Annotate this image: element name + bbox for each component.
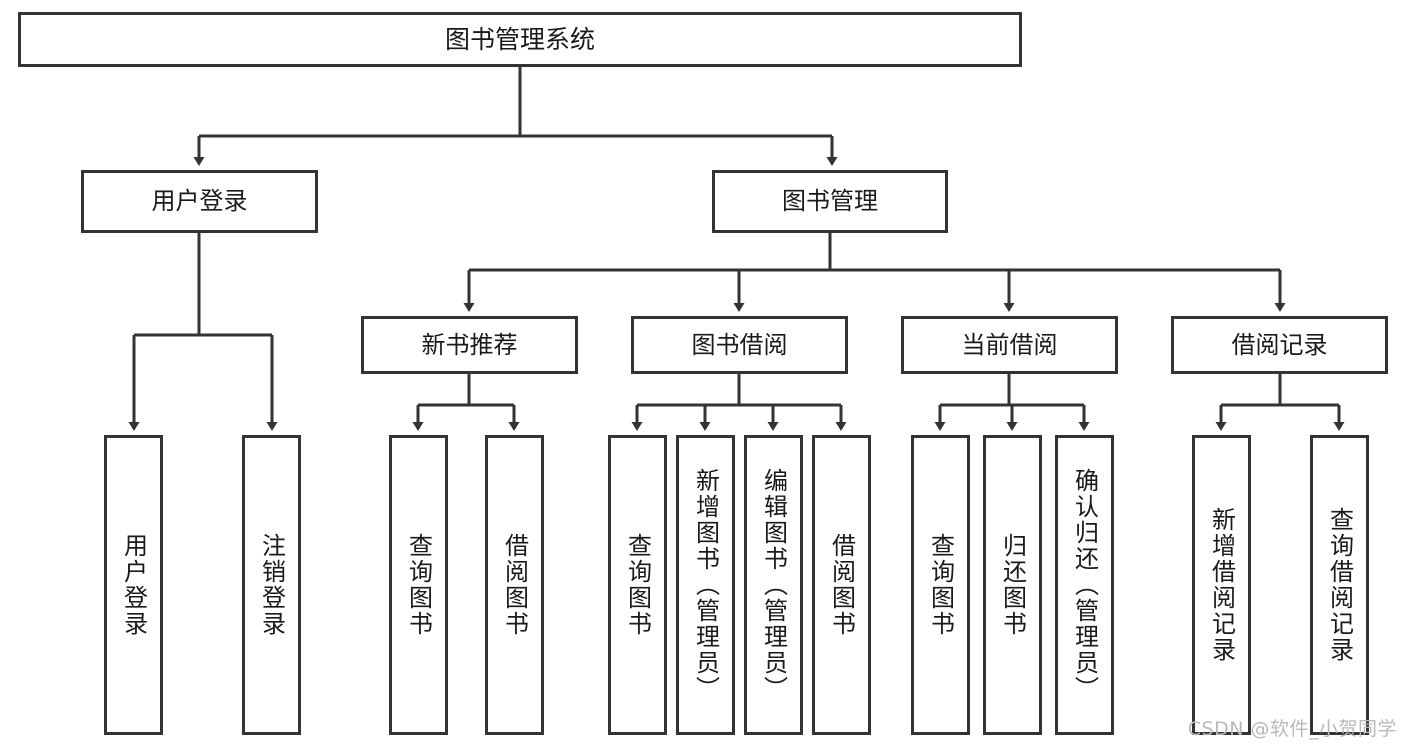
leaf-node[interactable]: 用户登录 bbox=[104, 435, 163, 735]
leaf-node[interactable]: 归还图书 bbox=[983, 435, 1042, 735]
node-book-borrow-label: 图书借阅 bbox=[691, 330, 788, 359]
leaf-node[interactable]: 借阅图书 bbox=[812, 435, 871, 735]
leaf-node-label: 查询图书 bbox=[623, 533, 652, 637]
node-current-borrow[interactable]: 当前借阅 bbox=[901, 316, 1118, 374]
node-book-management[interactable]: 图书管理 bbox=[712, 170, 948, 233]
leaf-node-label: 查询图书 bbox=[926, 533, 955, 637]
leaf-node[interactable]: 新增借阅记录 bbox=[1192, 435, 1251, 735]
node-book-management-label: 图书管理 bbox=[782, 187, 878, 216]
node-borrow-records[interactable]: 借阅记录 bbox=[1171, 316, 1388, 374]
leaf-node[interactable]: 查询图书 bbox=[911, 435, 970, 735]
leaf-node-label: 查询借阅记录 bbox=[1325, 507, 1354, 663]
leaf-node[interactable]: 查询借阅记录 bbox=[1310, 435, 1369, 735]
leaf-node-label: 注销登录 bbox=[257, 533, 286, 637]
node-borrow-records-label: 借阅记录 bbox=[1231, 330, 1328, 359]
leaf-node-label: 编辑图书（管理员） bbox=[759, 468, 788, 702]
node-new-book-recommend[interactable]: 新书推荐 bbox=[361, 316, 578, 374]
node-new-book-recommend-label: 新书推荐 bbox=[421, 330, 518, 359]
leaf-node-label: 用户登录 bbox=[119, 533, 148, 637]
node-root[interactable]: 图书管理系统 bbox=[18, 12, 1022, 67]
leaf-node-label: 确认归还（管理员） bbox=[1070, 468, 1099, 702]
leaf-node[interactable]: 确认归还（管理员） bbox=[1055, 435, 1114, 735]
node-user-login[interactable]: 用户登录 bbox=[81, 170, 318, 233]
csdn-watermark: CSDN @软件_小贺同学 bbox=[1187, 718, 1397, 740]
node-book-borrow[interactable]: 图书借阅 bbox=[631, 316, 848, 374]
node-current-borrow-label: 当前借阅 bbox=[961, 330, 1058, 359]
leaf-node[interactable]: 借阅图书 bbox=[485, 435, 544, 735]
leaf-node[interactable]: 查询图书 bbox=[389, 435, 448, 735]
leaf-node[interactable]: 注销登录 bbox=[242, 435, 301, 735]
leaf-node-label: 借阅图书 bbox=[827, 533, 856, 637]
node-user-login-label: 用户登录 bbox=[151, 187, 248, 216]
leaf-node-label: 借阅图书 bbox=[500, 533, 529, 637]
leaf-node-label: 新增借阅记录 bbox=[1207, 507, 1236, 663]
leaf-node[interactable]: 查询图书 bbox=[608, 435, 667, 735]
leaf-node[interactable]: 编辑图书（管理员） bbox=[744, 435, 803, 735]
leaf-node-label: 查询图书 bbox=[404, 533, 433, 637]
leaf-node-label: 归还图书 bbox=[998, 533, 1027, 637]
node-root-label: 图书管理系统 bbox=[444, 24, 595, 54]
leaf-node-label: 新增图书（管理员） bbox=[691, 468, 720, 702]
leaf-node[interactable]: 新增图书（管理员） bbox=[676, 435, 735, 735]
